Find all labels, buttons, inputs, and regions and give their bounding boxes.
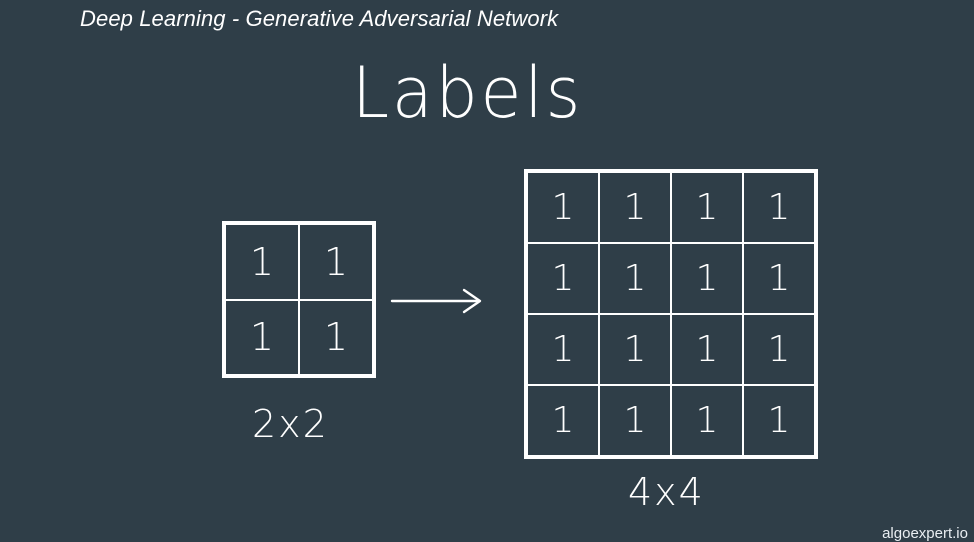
- right-arrow-icon: [390, 288, 482, 314]
- grid-cell: 1: [225, 224, 299, 300]
- board-heading: Labels: [352, 52, 584, 134]
- grid-cell: 1: [743, 314, 815, 385]
- grid-cell: 1: [743, 385, 815, 456]
- grid-cell: 1: [527, 172, 599, 243]
- grid-cell: 1: [599, 243, 671, 314]
- dimension-label-2x2: 2x2: [252, 402, 329, 446]
- grid-cell: 1: [225, 299, 299, 375]
- grid-cell: 1: [599, 314, 671, 385]
- label-grid-2x2: 1 1 1 1: [222, 221, 376, 378]
- grid-cell: 1: [527, 385, 599, 456]
- grid-cell: 1: [599, 385, 671, 456]
- grid-cell: 1: [599, 172, 671, 243]
- grid-cell: 1: [527, 243, 599, 314]
- grid-cell: 1: [299, 299, 373, 375]
- grid-cell: 1: [743, 172, 815, 243]
- grid-cell: 1: [671, 243, 743, 314]
- watermark: algoexpert.io: [882, 525, 968, 542]
- label-grid-4x4: 1 1 1 1 1 1 1 1 1 1 1 1 1 1 1 1: [524, 169, 818, 459]
- grid-cell: 1: [671, 172, 743, 243]
- grid-cell: 1: [671, 314, 743, 385]
- grid-cell: 1: [671, 385, 743, 456]
- grid-cell: 1: [527, 314, 599, 385]
- dimension-label-4x4: 4x4: [628, 470, 705, 514]
- grid-cell: 1: [743, 243, 815, 314]
- grid-cell: 1: [299, 224, 373, 300]
- lecture-title: Deep Learning - Generative Adversarial N…: [80, 6, 559, 31]
